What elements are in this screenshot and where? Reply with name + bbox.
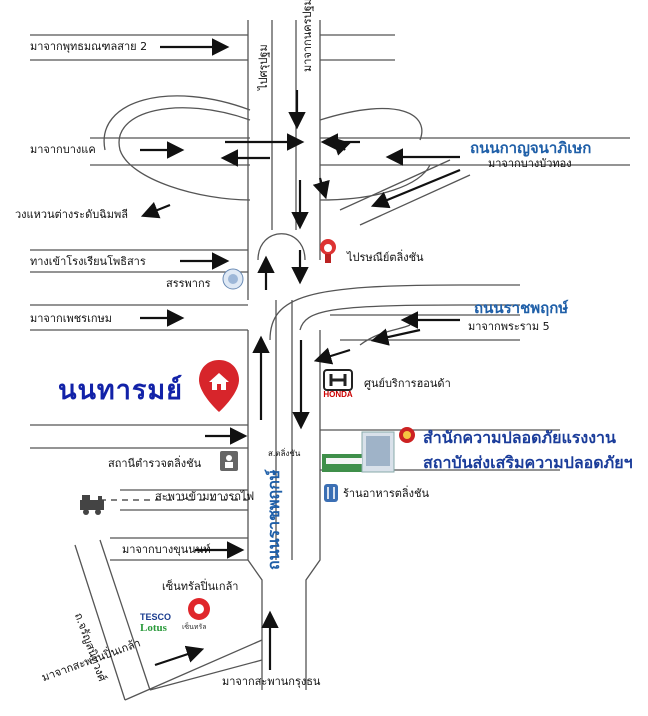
fork-knife-icon (324, 484, 338, 502)
label-from-rama5: มาจากพระราม 5 (468, 320, 550, 333)
label-from-nonthaburi: มาจากนครปฐม (301, 0, 314, 72)
road-phutthamonthon (30, 34, 395, 61)
central-logo-text: เซ็นทรัล (182, 623, 207, 631)
interchange-loop-right (319, 107, 423, 141)
train-icon (78, 492, 110, 516)
label-police: สถานีตำรวจตลิ่งชัน (108, 457, 202, 470)
label-post-office: ไปรษณีย์ตลิ่งชัน (347, 251, 424, 264)
central-logo-icon: เซ็นทรัล (182, 596, 212, 631)
road-pinklao-bridge (124, 639, 263, 701)
label-revenue: สรรพากร (166, 277, 211, 290)
road-ratchaphruek-right-edge (305, 20, 321, 690)
label-central-pinklao: เซ็นทรัลปิ่นเกล้า (162, 580, 239, 593)
road-name-ratchaphruek: ถนนราชพฤกษ์ (474, 299, 569, 317)
label-restaurant: ร้านอาหารตลิ่งชัน (343, 487, 429, 500)
label-school-entrance: ทางเข้าโรงเรียนโพธิสาร (30, 255, 146, 268)
org-line-2: สถาบันส่งเสริมความปลอดภัยฯ (423, 453, 633, 472)
rail-bridge (120, 489, 248, 511)
lotus-logo-text: Lotus (140, 622, 167, 634)
road-school (30, 249, 248, 273)
label-intersection-sign: ส.ตลิ่งชัน (268, 449, 301, 458)
interchange-loop-left-inner (103, 95, 251, 151)
label-honda-center: ศูนย์บริการฮอนด้า (364, 377, 451, 390)
label-from-bang-bua-thong: มาจากบางบัวทอง (488, 157, 572, 170)
honda-logo-icon: HONDA (318, 368, 358, 402)
honda-logo-text: HONDA (323, 390, 353, 399)
label-from-bang-khae: มาจากบางแค (30, 143, 96, 156)
road-name-ratchaphruek-vertical: ถนนราชพฤกษ์ (264, 469, 283, 570)
label-rail-bridge: สะพานข้ามทางรถไฟ (155, 490, 255, 503)
road-police (30, 424, 248, 449)
labour-department-seal-icon (398, 426, 416, 444)
house-map-pin-icon (197, 358, 241, 414)
revenue-department-seal-icon (222, 268, 244, 290)
road-ratchaphruek-left-edge (247, 20, 263, 690)
road-phet-kasem (30, 304, 248, 331)
org-line-1: สำนักความปลอดภัยแรงงาน (423, 428, 616, 447)
interchange-loop-left (118, 107, 251, 201)
tesco-logo-text: TESCO (140, 612, 172, 622)
ramp-bang-bua-thong (339, 159, 471, 226)
u-turn (257, 233, 306, 261)
police-station-icon (220, 451, 238, 471)
label-from-krung-thon-bridge: มาจากสะพานกรุงธน (222, 675, 321, 688)
road-name-kanchanaphisek: ถนนกาญจนาภิเษก (470, 139, 592, 157)
label-from-bang-khun-non: มาจากบางขุนนนท์ (122, 543, 211, 556)
label-pinklao-road: ไปศรุปฐม (257, 44, 270, 90)
road-bang-khun-non (110, 537, 248, 561)
label-from-phutthamonthon: มาจากพุทธมณฑลสาย 2 (30, 40, 148, 53)
post-office-mascot-icon (318, 238, 338, 264)
direction-arrows (140, 38, 461, 670)
tesco-lotus-logo-icon: TESCO Lotus (140, 612, 180, 638)
road-ratchaphruek-branch (269, 284, 520, 341)
office-building-icon (322, 428, 396, 474)
label-interchange: วงแหวนต่างระดับฉิมพลี (15, 208, 128, 221)
label-from-phet-kasem: มาจากเพชรเกษม (30, 312, 113, 325)
road-charansanit (74, 539, 151, 701)
destination-title: นนทารมย์ (58, 375, 183, 406)
